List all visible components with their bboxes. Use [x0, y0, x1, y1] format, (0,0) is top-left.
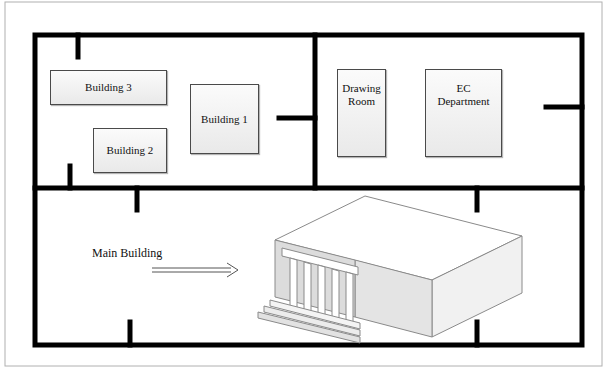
wall	[35, 186, 582, 191]
walls	[35, 35, 582, 345]
front-wall	[355, 260, 432, 337]
building-box: Building 3	[50, 70, 167, 105]
building-name: Building 2	[107, 144, 154, 157]
pointer-arrow	[152, 263, 238, 277]
building-name: Building 1	[201, 113, 248, 126]
wall-stub	[135, 188, 140, 210]
building-name: EC Department	[433, 82, 495, 108]
wall-stub	[475, 188, 480, 210]
wall-stub	[279, 116, 315, 121]
building-name: Building 3	[85, 81, 132, 94]
wall-stub	[128, 322, 133, 345]
arrow-shaft	[152, 272, 231, 273]
wall-stub	[76, 35, 81, 57]
building-box: EC Department	[425, 69, 502, 157]
building-name: Drawing Room	[341, 82, 382, 108]
column	[318, 265, 325, 319]
building-box: Building 1	[190, 84, 259, 154]
column	[304, 262, 311, 316]
arrow-shaft	[152, 268, 231, 269]
wall-stub	[546, 105, 582, 110]
column	[346, 272, 353, 326]
picture-frame	[5, 2, 602, 366]
side-wall	[432, 236, 522, 337]
wall-stub	[475, 322, 480, 345]
building-illustration	[258, 196, 522, 343]
building-box: Drawing Room	[337, 69, 386, 157]
arrow-head	[227, 263, 238, 277]
building-box: Building 2	[93, 128, 167, 173]
column	[332, 269, 339, 323]
building-label: Main Building	[92, 246, 162, 261]
wall-stub	[68, 166, 73, 188]
outer-wall	[35, 35, 582, 345]
step	[258, 312, 360, 343]
column	[290, 258, 297, 312]
wall	[313, 35, 318, 188]
